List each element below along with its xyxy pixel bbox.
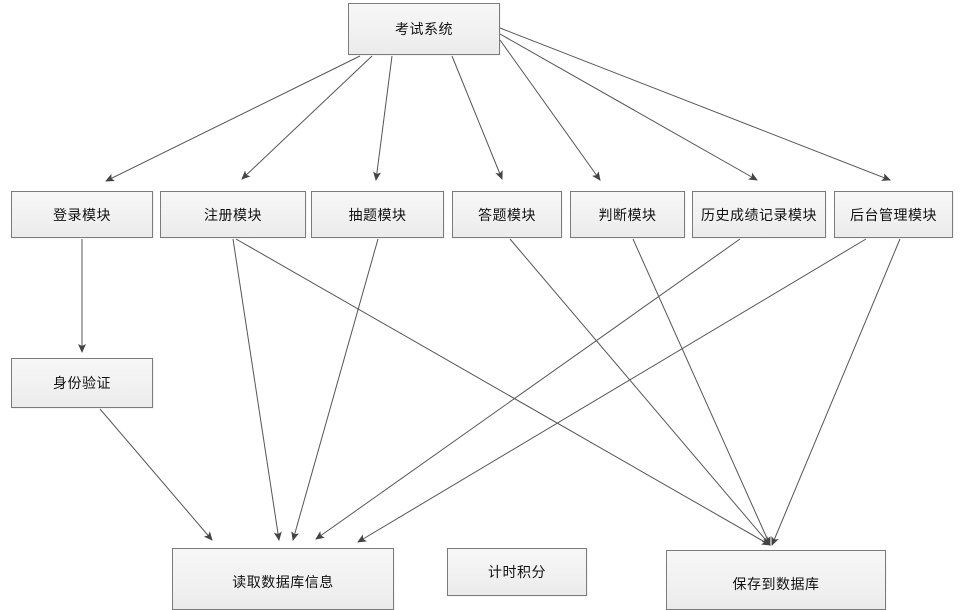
node-label-auth: 身份验证 bbox=[53, 375, 111, 391]
edge-root-to-judge bbox=[499, 39, 601, 181]
node-label-judge: 判断模块 bbox=[598, 206, 657, 223]
node-auth[interactable]: 身份验证 bbox=[11, 358, 153, 408]
node-label-readdb: 读取数据库信息 bbox=[232, 574, 334, 590]
node-label-draw: 抽题模块 bbox=[348, 206, 407, 223]
edge-root-to-answer bbox=[451, 55, 503, 180]
node-login[interactable]: 登录模块 bbox=[11, 191, 153, 238]
node-judge[interactable]: 判断模块 bbox=[570, 191, 685, 238]
edge-root-to-history bbox=[499, 33, 758, 181]
node-label-root: 考试系统 bbox=[395, 21, 453, 37]
node-timer[interactable]: 计时积分 bbox=[447, 548, 587, 596]
edge-admin-to-readdb bbox=[357, 238, 867, 543]
node-label-savedb: 保存到数据库 bbox=[732, 576, 820, 592]
node-draw[interactable]: 抽题模块 bbox=[311, 191, 444, 238]
edges-group bbox=[78, 27, 901, 546]
node-label-history: 历史成绩记录模块 bbox=[701, 206, 817, 223]
edge-draw-to-readdb bbox=[291, 238, 379, 541]
edge-history-to-readdb bbox=[315, 238, 741, 540]
edge-judge-to-savedb bbox=[632, 238, 771, 546]
edge-auth-to-readdb bbox=[99, 408, 213, 541]
edge-root-to-admin bbox=[499, 27, 891, 181]
edge-register-to-readdb bbox=[232, 238, 282, 541]
node-root[interactable]: 考试系统 bbox=[348, 3, 500, 55]
node-label-timer: 计时积分 bbox=[488, 564, 546, 580]
edge-root-to-login bbox=[105, 55, 361, 182]
node-history[interactable]: 历史成绩记录模块 bbox=[692, 191, 826, 238]
edge-root-to-draw bbox=[373, 55, 393, 181]
node-answer[interactable]: 答题模块 bbox=[452, 191, 562, 238]
node-label-login: 登录模块 bbox=[53, 206, 111, 223]
edge-admin-to-savedb bbox=[771, 238, 901, 546]
edge-root-to-register bbox=[241, 55, 373, 180]
edge-register-to-savedb bbox=[235, 238, 771, 546]
node-readdb[interactable]: 读取数据库信息 bbox=[172, 548, 394, 610]
node-admin[interactable]: 后台管理模块 bbox=[834, 191, 953, 238]
edge-answer-to-savedb bbox=[509, 238, 771, 546]
node-label-admin: 后台管理模块 bbox=[850, 206, 937, 223]
node-label-register: 注册模块 bbox=[204, 206, 262, 223]
node-register[interactable]: 注册模块 bbox=[160, 191, 306, 238]
node-savedb[interactable]: 保存到数据库 bbox=[666, 550, 886, 610]
node-label-answer: 答题模块 bbox=[478, 206, 536, 223]
